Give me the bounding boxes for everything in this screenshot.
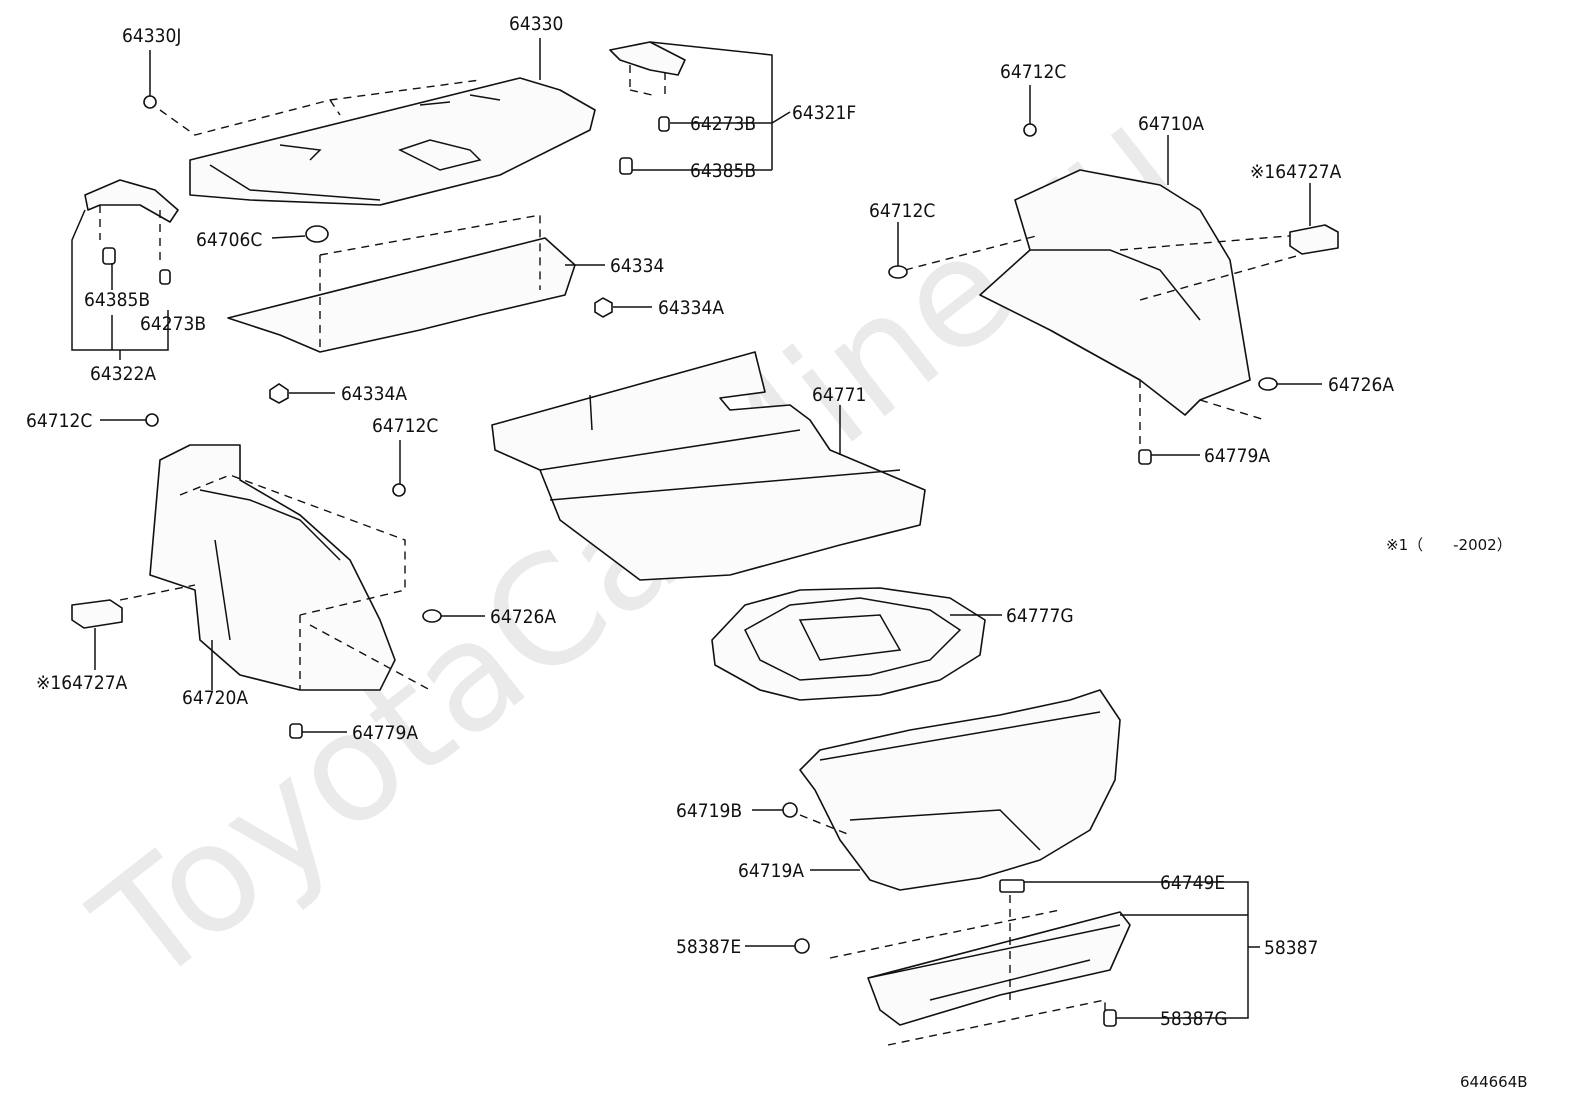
label-64779A-left: 64779A: [352, 722, 418, 744]
label-64726A-left: 64726A: [490, 606, 556, 628]
clip-64712C-left[interactable]: [145, 413, 159, 427]
label-58387: 58387: [1264, 937, 1318, 959]
clip-58387G[interactable]: [1103, 1009, 1117, 1027]
clip-64779A-right[interactable]: [1138, 449, 1152, 465]
block-64727A-left[interactable]: [71, 599, 123, 629]
right-side-trim[interactable]: [979, 169, 1251, 416]
label-64727A-right: ※164727A: [1250, 161, 1342, 183]
clip-58387E[interactable]: [794, 938, 810, 954]
rear-sill-plate[interactable]: [867, 911, 1131, 1026]
clip-64749E[interactable]: [999, 879, 1025, 893]
label-64712C-tr: 64712C: [1000, 61, 1066, 83]
label-64727A-left: ※164727A: [36, 672, 128, 694]
label-64706C: 64706C: [196, 229, 262, 251]
diagram-code: 644664B: [1460, 1073, 1528, 1091]
clip-64385B-top[interactable]: [619, 157, 633, 175]
tray-bracket-left[interactable]: [84, 179, 179, 223]
trunk-lid-trim[interactable]: [799, 689, 1121, 891]
pad-64334A-left[interactable]: [269, 383, 289, 404]
label-64712C-left: 64712C: [26, 410, 92, 432]
label-64321F: 64321F: [792, 102, 856, 124]
pad-64334A-right[interactable]: [594, 297, 613, 318]
label-64385B-left: 64385B: [84, 289, 150, 311]
clip-64712C-tr[interactable]: [1023, 123, 1037, 137]
label-64330: 64330: [509, 13, 563, 35]
clip-64330J[interactable]: [143, 95, 157, 109]
clip-64712C-mid[interactable]: [888, 265, 908, 279]
label-64712C-mid: 64712C: [869, 200, 935, 222]
leader-lines: [71, 38, 1322, 1019]
clip-64273B-left[interactable]: [159, 269, 171, 285]
tray-mat[interactable]: [227, 237, 576, 353]
label-58387E: 58387E: [676, 936, 741, 958]
label-64334A-right: 64334A: [658, 297, 724, 319]
clip-64719B[interactable]: [782, 802, 798, 818]
label-64334: 64334: [610, 255, 664, 277]
label-64719B: 64719B: [676, 800, 742, 822]
label-64779A-right: 64779A: [1204, 445, 1270, 467]
label-64330J: 64330J: [122, 25, 181, 47]
label-64273B-left: 64273B: [140, 313, 206, 335]
spare-tire-tray[interactable]: [711, 587, 986, 701]
luggage-floor-mat[interactable]: [491, 351, 926, 581]
clip-64712C-center[interactable]: [392, 483, 406, 497]
label-58387G: 58387G: [1160, 1008, 1228, 1030]
label-64334A-left: 64334A: [341, 383, 407, 405]
clip-64779A-left[interactable]: [289, 723, 303, 739]
label-64720A: 64720A: [182, 687, 248, 709]
clip-64726A-left[interactable]: [422, 609, 442, 623]
label-64385B-top: 64385B: [690, 160, 756, 182]
tray-bracket-top[interactable]: [609, 41, 686, 76]
label-64712C-center: 64712C: [372, 415, 438, 437]
label-64777G: 64777G: [1006, 605, 1074, 627]
label-64726A-right: 64726A: [1328, 374, 1394, 396]
clip-64726A-right[interactable]: [1258, 377, 1278, 391]
label-64710A: 64710A: [1138, 113, 1204, 135]
clip-64385B-left[interactable]: [102, 247, 116, 265]
label-64273B-top: 64273B: [690, 113, 756, 135]
label-64749E: 64749E: [1160, 872, 1225, 894]
clip-64273B-top[interactable]: [658, 116, 670, 132]
package-tray-trim[interactable]: [189, 77, 596, 206]
label-64322A: 64322A: [90, 363, 156, 385]
left-side-trim[interactable]: [149, 444, 396, 691]
block-64727A-right[interactable]: [1289, 224, 1339, 255]
clip-64706C[interactable]: [305, 225, 329, 243]
footnote: ※1（ -2002）: [1386, 536, 1512, 554]
label-64719A: 64719A: [738, 860, 804, 882]
label-64771: 64771: [812, 384, 866, 406]
